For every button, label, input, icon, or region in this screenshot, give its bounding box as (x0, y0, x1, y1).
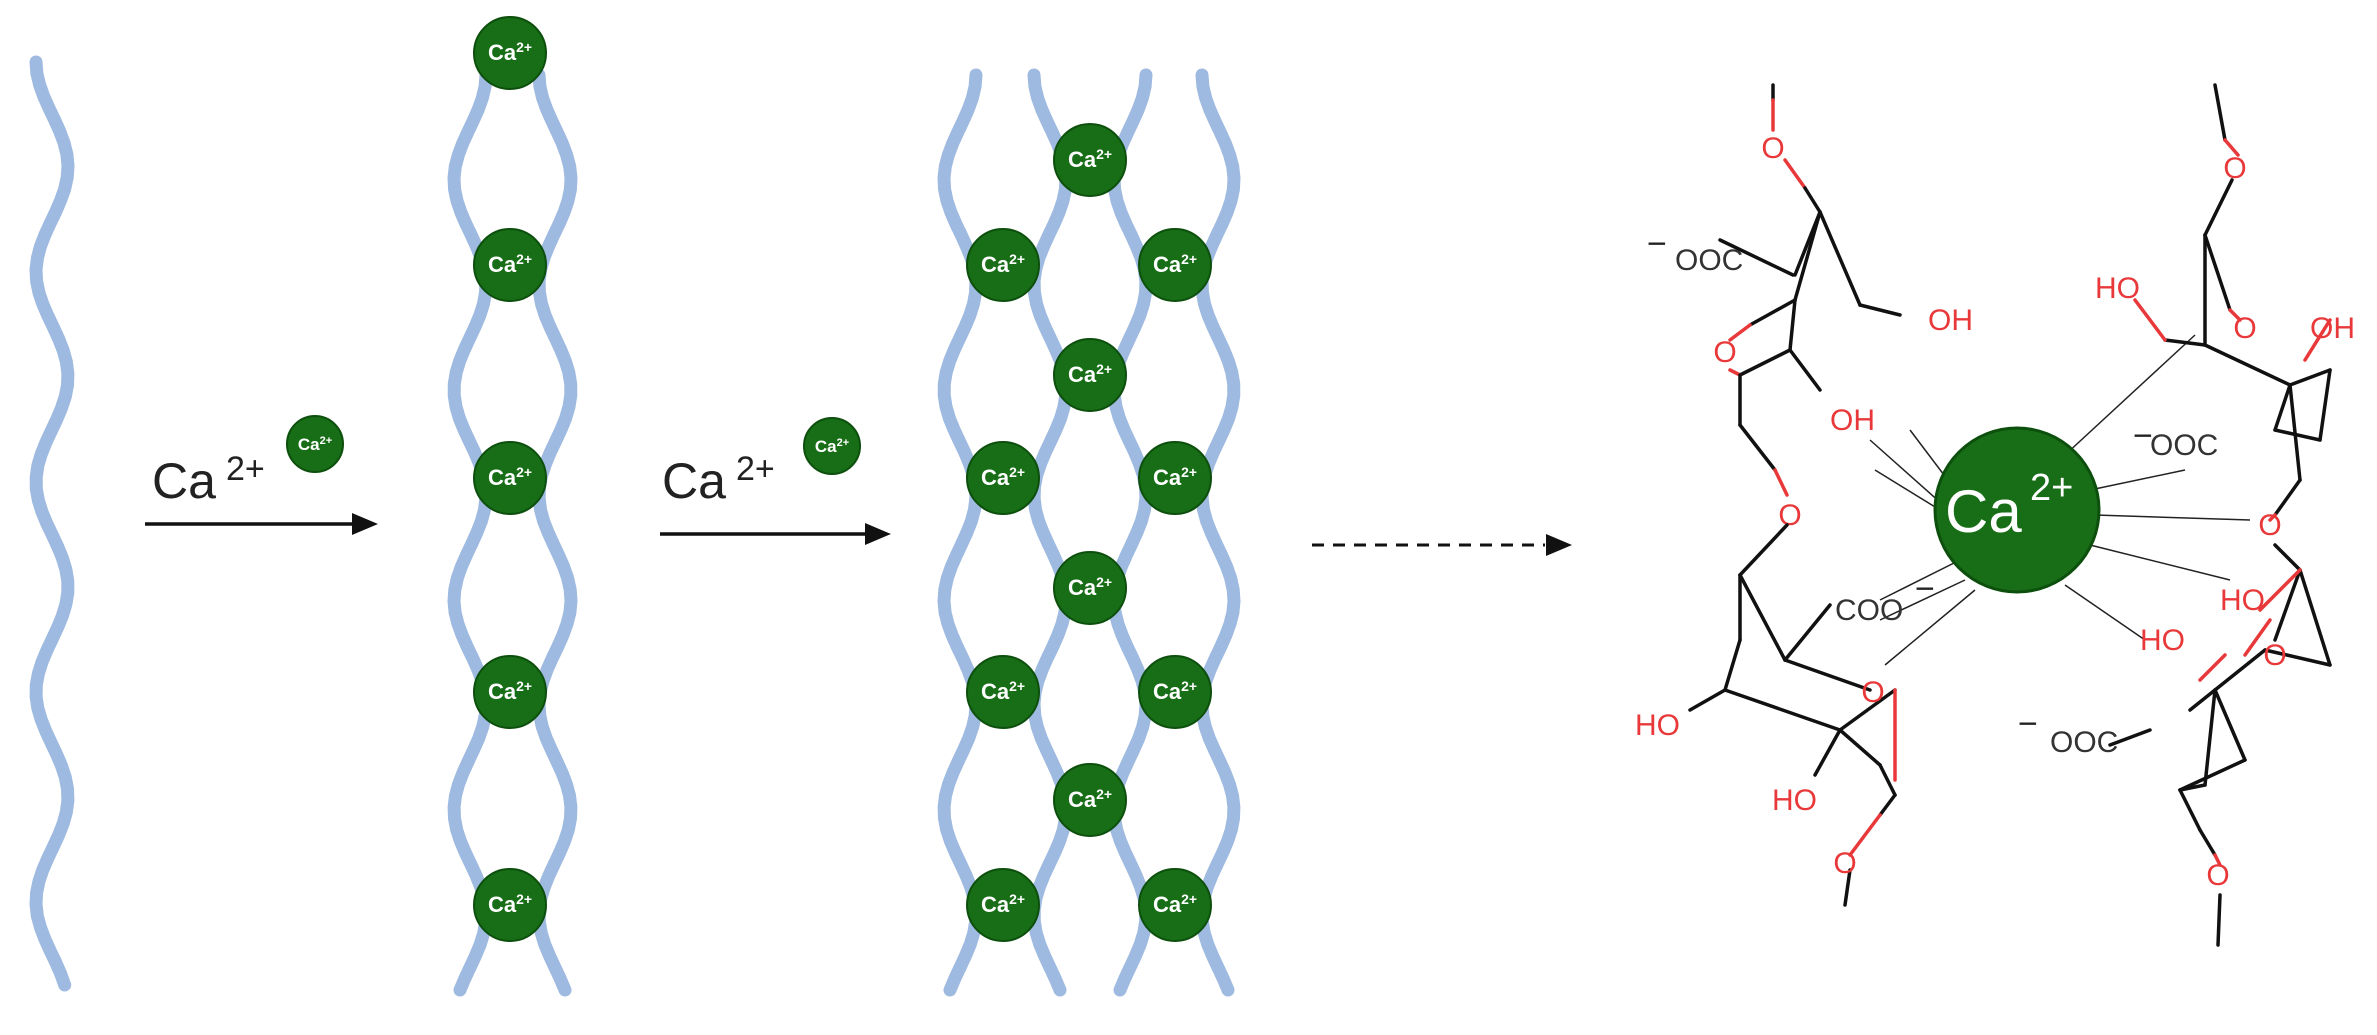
step-2-ion-label: Ca (662, 453, 726, 509)
negative-charge: − (1915, 570, 1935, 608)
oxygen-atom: O (1761, 132, 1784, 165)
carboxylate-group: OOC (2150, 429, 2218, 462)
carboxylate-group: OOC (2050, 726, 2118, 759)
calcium-ion: Ca2+ (1138, 228, 1212, 302)
step-1-ion-icon-label: Ca2+ (298, 435, 332, 454)
central-calcium-ion: Ca 2+ (1933, 426, 2101, 594)
oxygen-atom: O (2263, 639, 2286, 672)
calcium-ion-label: Ca2+ (981, 251, 1025, 277)
polymer-chain (29, 55, 75, 992)
calcium-ion-label: Ca2+ (981, 891, 1025, 917)
negative-charge: − (2018, 705, 2038, 743)
calcium-ion-label: Ca2+ (981, 678, 1025, 704)
calcium-ion: Ca2+ (473, 655, 547, 729)
calcium-ion: Ca2+ (1138, 655, 1212, 729)
calcium-ion: Ca2+ (1053, 763, 1127, 837)
calcium-ion-label: Ca2+ (981, 464, 1025, 490)
calcium-ion: Ca2+ (473, 16, 547, 90)
calcium-ion: Ca2+ (1138, 868, 1212, 942)
step-1-arrow-head (352, 513, 378, 535)
step-2-ion-icon: Ca2+ (803, 417, 861, 475)
carboxylate-group: OOC (1675, 244, 1743, 277)
hydroxyl-group: HO (2220, 584, 2265, 617)
calcium-ion: Ca2+ (966, 228, 1040, 302)
hydroxyl-group: HO (1772, 784, 1817, 817)
calcium-ion-label: Ca2+ (488, 678, 532, 704)
polymer-chain (1195, 68, 1241, 997)
calcium-coordination-structure: O O O OH OH − OOC COO − O HO (1635, 83, 2355, 947)
calcium-ion: Ca2+ (966, 868, 1040, 942)
central-calcium-symbol: Ca (1945, 478, 2022, 545)
calcium-ion-label: Ca2+ (1068, 786, 1112, 812)
dimer-panel: Ca2+ Ca2+ Ca2+ Ca2+ Ca2+ (447, 16, 578, 997)
polymer-chain (1107, 68, 1153, 997)
oxygen-atom: O (2223, 152, 2246, 185)
calcium-ion-label: Ca2+ (1068, 361, 1112, 387)
oxygen-atom: O (2233, 312, 2256, 345)
negative-charge: − (2133, 417, 2153, 455)
polymer-chain (1027, 68, 1073, 997)
step-arrow-2: Ca 2+ Ca2+ (660, 417, 891, 545)
oxygen-atom: O (2258, 509, 2281, 542)
step-1-ion-label: Ca (152, 453, 216, 509)
detail-arrow-head (1546, 534, 1572, 556)
calcium-ion-label: Ca2+ (1153, 251, 1197, 277)
calcium-ion-label: Ca2+ (1068, 574, 1112, 600)
oxygen-atom: O (1713, 336, 1736, 369)
step-1-ion-icon: Ca2+ (286, 415, 344, 473)
detail-arrow (1312, 534, 1572, 556)
calcium-ion: Ca2+ (1053, 551, 1127, 625)
calcium-ion-label: Ca2+ (488, 464, 532, 490)
step-1-ion-charge: 2+ (226, 450, 265, 488)
calcium-ion-label: Ca2+ (1153, 464, 1197, 490)
calcium-ion: Ca2+ (473, 868, 547, 942)
carboxylate-group: COO (1835, 594, 1903, 627)
egg-box-network-panel: Ca2+ Ca2+ Ca2+ Ca2+ Ca2+ Ca2+ Ca2+ Ca2+ Ca2+ Ca2+… (937, 68, 1241, 997)
hydroxyl-group: HO (1635, 709, 1680, 742)
oxygen-atom: O (1833, 847, 1856, 880)
right-lower-sugar-ring (2108, 543, 2332, 947)
hydroxyl-group: HO (2140, 624, 2185, 657)
calcium-ion-label: Ca2+ (1153, 678, 1197, 704)
step-2-arrow-head (865, 523, 891, 545)
step-2-ion-icon-label: Ca2+ (815, 437, 849, 456)
calcium-ion: Ca2+ (1053, 123, 1127, 197)
right-upper-sugar-ring (2133, 83, 2332, 522)
hydroxyl-group: OH (1928, 304, 1973, 337)
calcium-ion-label: Ca2+ (488, 251, 532, 277)
calcium-ion-label: Ca2+ (488, 891, 532, 917)
calcium-ion: Ca2+ (966, 441, 1040, 515)
step-2-ion-charge: 2+ (736, 450, 775, 488)
oxygen-atom: O (1861, 676, 1884, 709)
calcium-ion-label: Ca2+ (488, 39, 532, 65)
single-chain-panel (29, 55, 75, 992)
polymer-chain (937, 68, 983, 997)
negative-charge: − (1647, 225, 1667, 263)
calcium-ion: Ca2+ (966, 655, 1040, 729)
hydroxyl-group: OH (2310, 312, 2355, 345)
left-upper-sugar-ring (1718, 83, 1902, 497)
hydroxyl-group: OH (1830, 404, 1875, 437)
central-calcium-charge: 2+ (2030, 467, 2073, 509)
calcium-ion-label: Ca2+ (1068, 146, 1112, 172)
calcium-ion: Ca2+ (473, 228, 547, 302)
left-lower-sugar-ring (1688, 523, 1897, 907)
hydroxyl-group: HO (2095, 272, 2140, 305)
calcium-ion-label: Ca2+ (1153, 891, 1197, 917)
calcium-ion: Ca2+ (1053, 338, 1127, 412)
step-arrow-1: Ca 2+ Ca2+ (145, 415, 378, 535)
polymer-chain (532, 68, 578, 997)
oxygen-atom: O (1778, 499, 1801, 532)
polymer-chain (447, 68, 493, 997)
calcium-ion: Ca2+ (1138, 441, 1212, 515)
calcium-ion: Ca2+ (473, 441, 547, 515)
oxygen-atom: O (2206, 859, 2229, 892)
